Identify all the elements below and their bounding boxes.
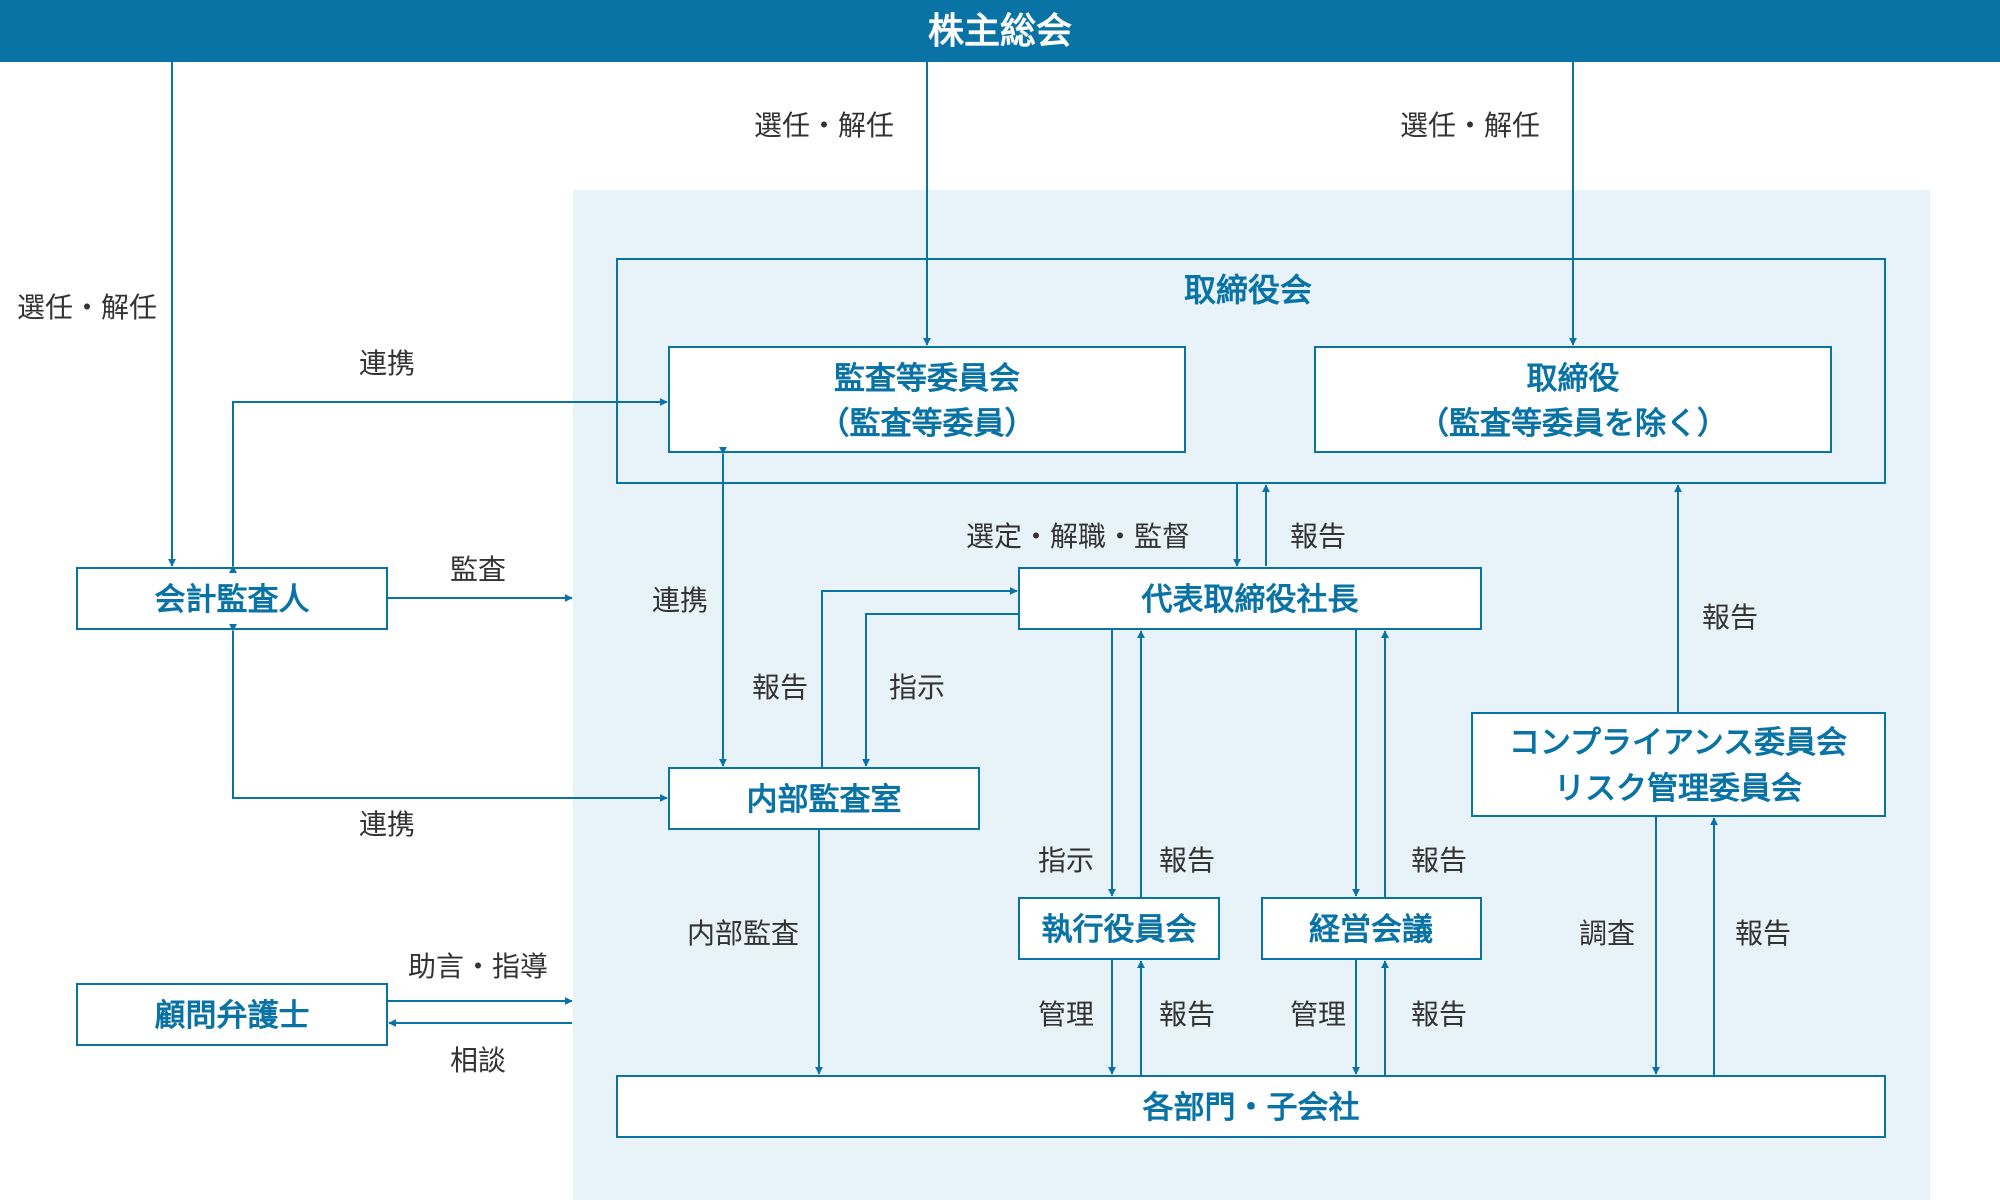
arrow-cooperation-top (229, 398, 668, 574)
accounting-auditor-label: 会計監査人 (155, 582, 310, 618)
management-meeting-box (1261, 897, 1482, 960)
label-elect-dismiss-auditor: 選任・解任 (17, 291, 157, 324)
executive-officers-box (1018, 897, 1220, 960)
compliance-committee-label-line1: コンプライアンス委員会 (1509, 725, 1847, 761)
directors-box (1314, 346, 1832, 453)
label-report-compliance-board: 報告 (1702, 601, 1758, 634)
compliance-committee-box (1471, 712, 1886, 817)
label-report-dept-compliance: 報告 (1735, 917, 1791, 950)
legal-counsel-label: 顧問弁護士 (155, 998, 310, 1034)
audit-committee-label-line1: 監査等委員会 (834, 361, 1020, 397)
audit-committee-box (668, 346, 1186, 453)
audit-committee-label-line2: （監査等委員） (819, 406, 1036, 442)
label-elect-dismiss-audit-committee: 選任・解任 (754, 109, 894, 142)
edge-labels: 選任・解任 選任・解任 選任・解任 連携 監査 連携 連携 選定・解職・監督 報… (17, 109, 1791, 1077)
label-consultation: 相談 (450, 1044, 506, 1077)
president-box (1018, 567, 1482, 630)
management-meeting-label: 経営会議 (1309, 912, 1433, 948)
label-instruct-president-internal: 指示 (889, 671, 945, 704)
arrow-president-instruct-internal (862, 613, 1019, 767)
label-report-dept-executive: 報告 (1159, 998, 1215, 1031)
label-internal-audit: 内部監査 (687, 917, 799, 950)
header-title: 株主総会 (928, 11, 1072, 52)
compliance-committee-label-line2: リスク管理委員会 (1554, 771, 1802, 807)
board-title: 取締役会 (1184, 271, 1312, 309)
label-elect-dismiss-directors: 選任・解任 (1400, 109, 1540, 142)
connectors (168, 62, 1718, 1076)
label-select-dismiss-supervise: 選定・解職・監督 (966, 520, 1190, 553)
arrow-internal-report-to-president (821, 587, 1018, 768)
label-report-dept-management: 報告 (1411, 998, 1467, 1031)
board-container (616, 258, 1886, 484)
label-cooperation-top: 連携 (359, 347, 415, 380)
label-manage-management: 管理 (1290, 998, 1346, 1031)
directors-label-line1: 取締役 (1527, 361, 1620, 397)
internal-audit-office-box (668, 767, 980, 830)
president-label: 代表取締役社長 (1141, 582, 1360, 618)
label-report-executive: 報告 (1159, 844, 1215, 877)
directors-label-line2: （監査等委員を除く） (1418, 406, 1728, 442)
label-instruct-executive: 指示 (1038, 844, 1094, 877)
label-manage-executive: 管理 (1038, 998, 1094, 1031)
legal-counsel-box (76, 983, 388, 1046)
label-report-president-board: 報告 (1290, 520, 1346, 553)
departments-box (616, 1075, 1886, 1138)
departments-label: 各部門・子会社 (1142, 1090, 1360, 1126)
label-investigate: 調査 (1579, 917, 1635, 950)
label-report-management: 報告 (1411, 844, 1467, 877)
label-advice-guidance: 助言・指導 (408, 950, 548, 983)
label-cooperation-bottom: 連携 (359, 808, 415, 841)
label-cooperation-internal: 連携 (652, 584, 708, 617)
internal-audit-office-label: 内部監査室 (747, 782, 902, 818)
arrow-cooperation-bottom (229, 623, 668, 802)
executive-officers-label: 執行役員会 (1042, 912, 1197, 948)
header-bar (0, 0, 2000, 62)
label-report-internal-president: 報告 (752, 671, 808, 704)
label-audit: 監査 (450, 553, 506, 586)
